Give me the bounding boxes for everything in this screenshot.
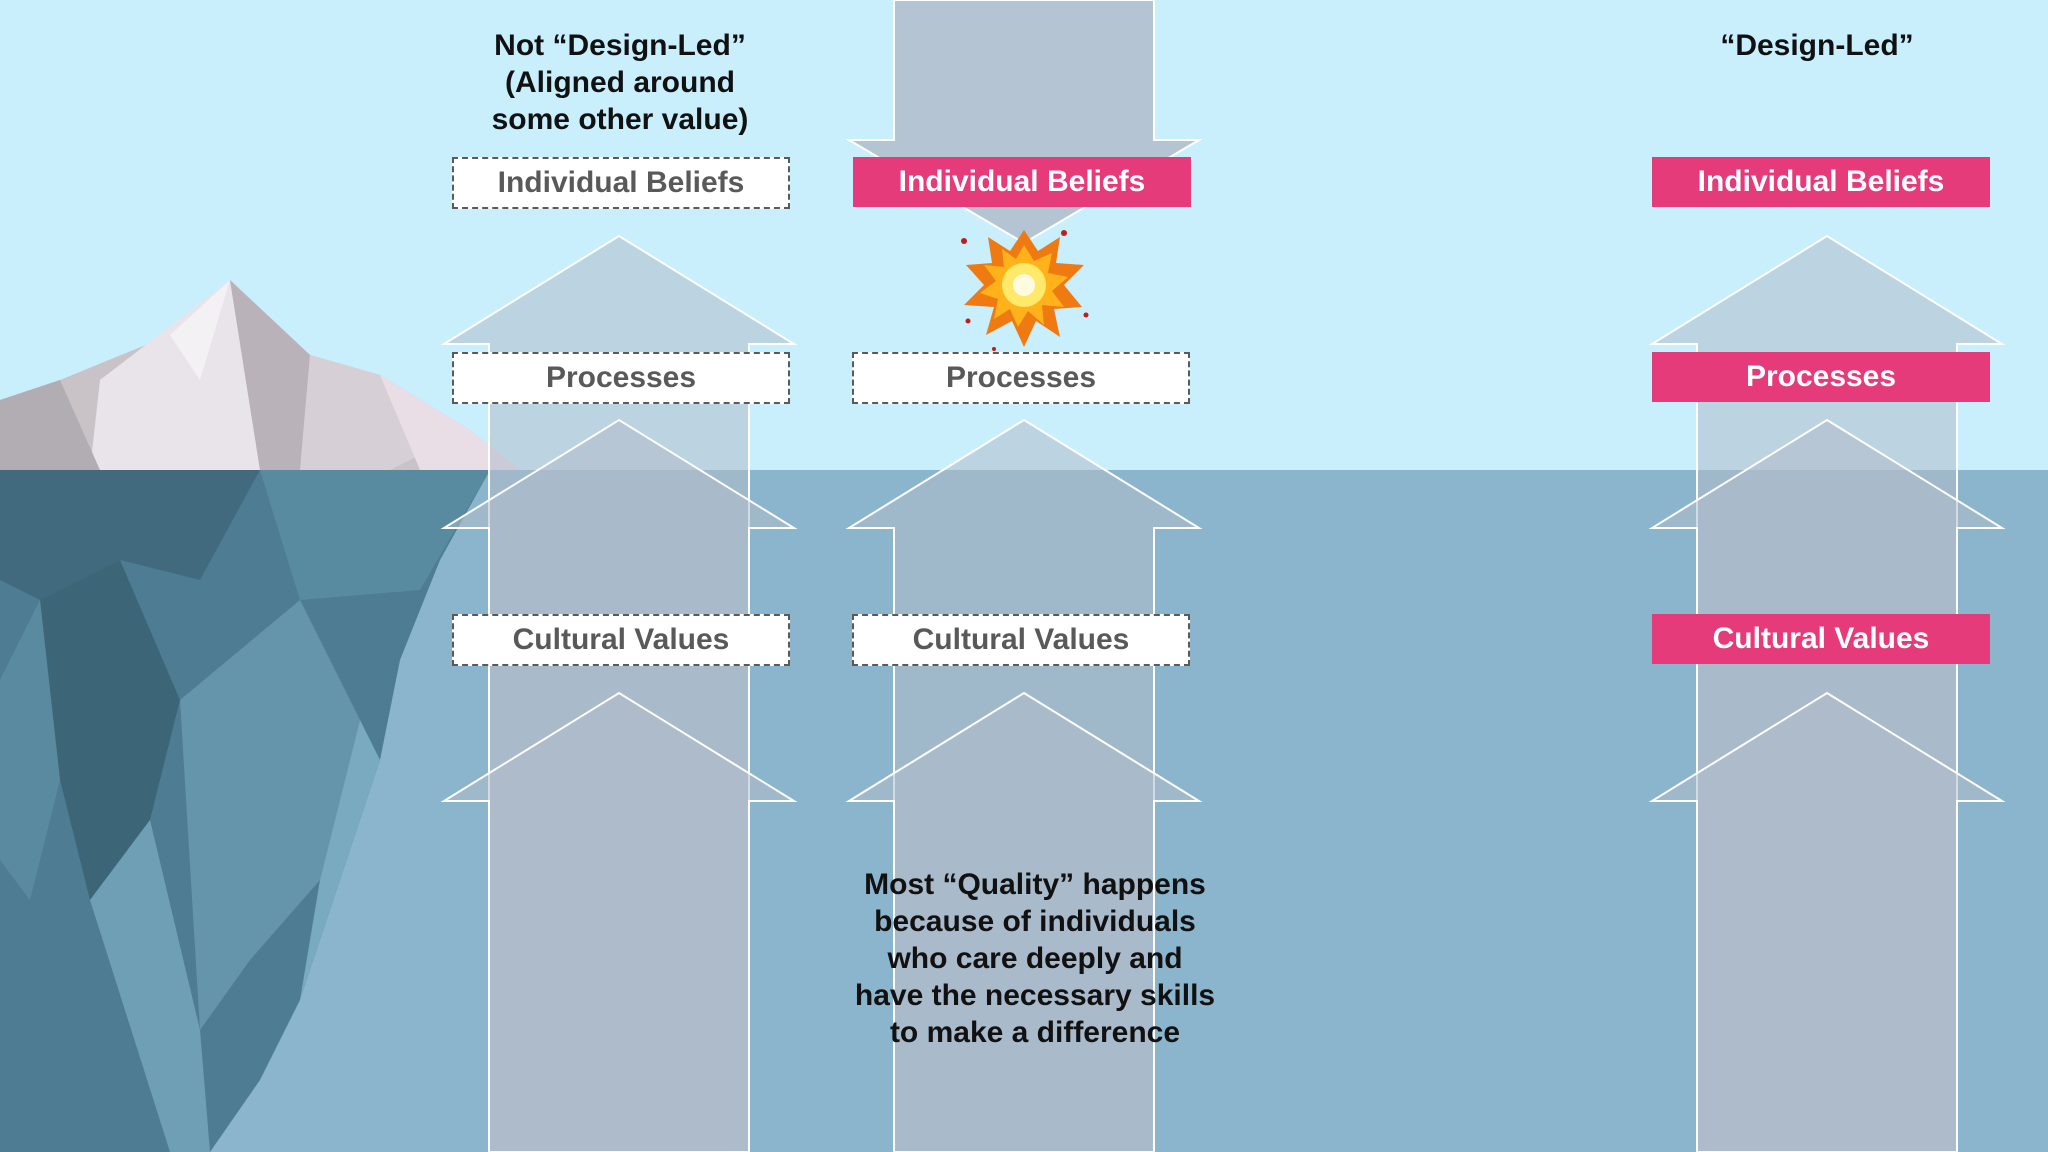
note-line-4: have the necessary skills [854, 979, 1216, 1012]
up-arrow-icon [845, 691, 1203, 1152]
design-led-title: “Design-Led” [1652, 27, 1982, 64]
middle-cultural-values: Cultural Values [852, 614, 1190, 666]
quality-note: Most “Quality” happens because of indivi… [840, 866, 1230, 1051]
note-line-3: who care deeply and [887, 942, 1183, 975]
title-line-1: Not “Design-Led” [494, 29, 746, 62]
not-design-led-title: Not “Design-Led” (Aligned around some ot… [452, 27, 788, 138]
design-led-individual-beliefs: Individual Beliefs [1652, 157, 1990, 207]
up-arrow-icon [1648, 691, 2006, 1152]
title-line-2: (Aligned around [505, 66, 735, 99]
design-led-cultural-values: Cultural Values [1652, 614, 1990, 664]
iceberg-illustration [0, 280, 520, 1152]
title-line-3: some other value) [491, 103, 749, 136]
middle-processes: Processes [852, 352, 1190, 404]
up-arrow-icon [440, 691, 798, 1152]
note-line-1: Most “Quality” happens [864, 868, 1206, 901]
note-line-5: to make a difference [889, 1016, 1181, 1049]
design-led-title-text: “Design-Led” [1720, 29, 1914, 62]
not-design-led-individual-beliefs: Individual Beliefs [452, 157, 790, 209]
middle-individual-beliefs: Individual Beliefs [853, 157, 1191, 207]
design-led-processes: Processes [1652, 352, 1990, 402]
note-line-2: because of individuals [874, 905, 1196, 938]
not-design-led-cultural-values: Cultural Values [452, 614, 790, 666]
not-design-led-processes: Processes [452, 352, 790, 404]
arrow-layer [440, 0, 2006, 1152]
explosion-icon [961, 230, 1089, 351]
